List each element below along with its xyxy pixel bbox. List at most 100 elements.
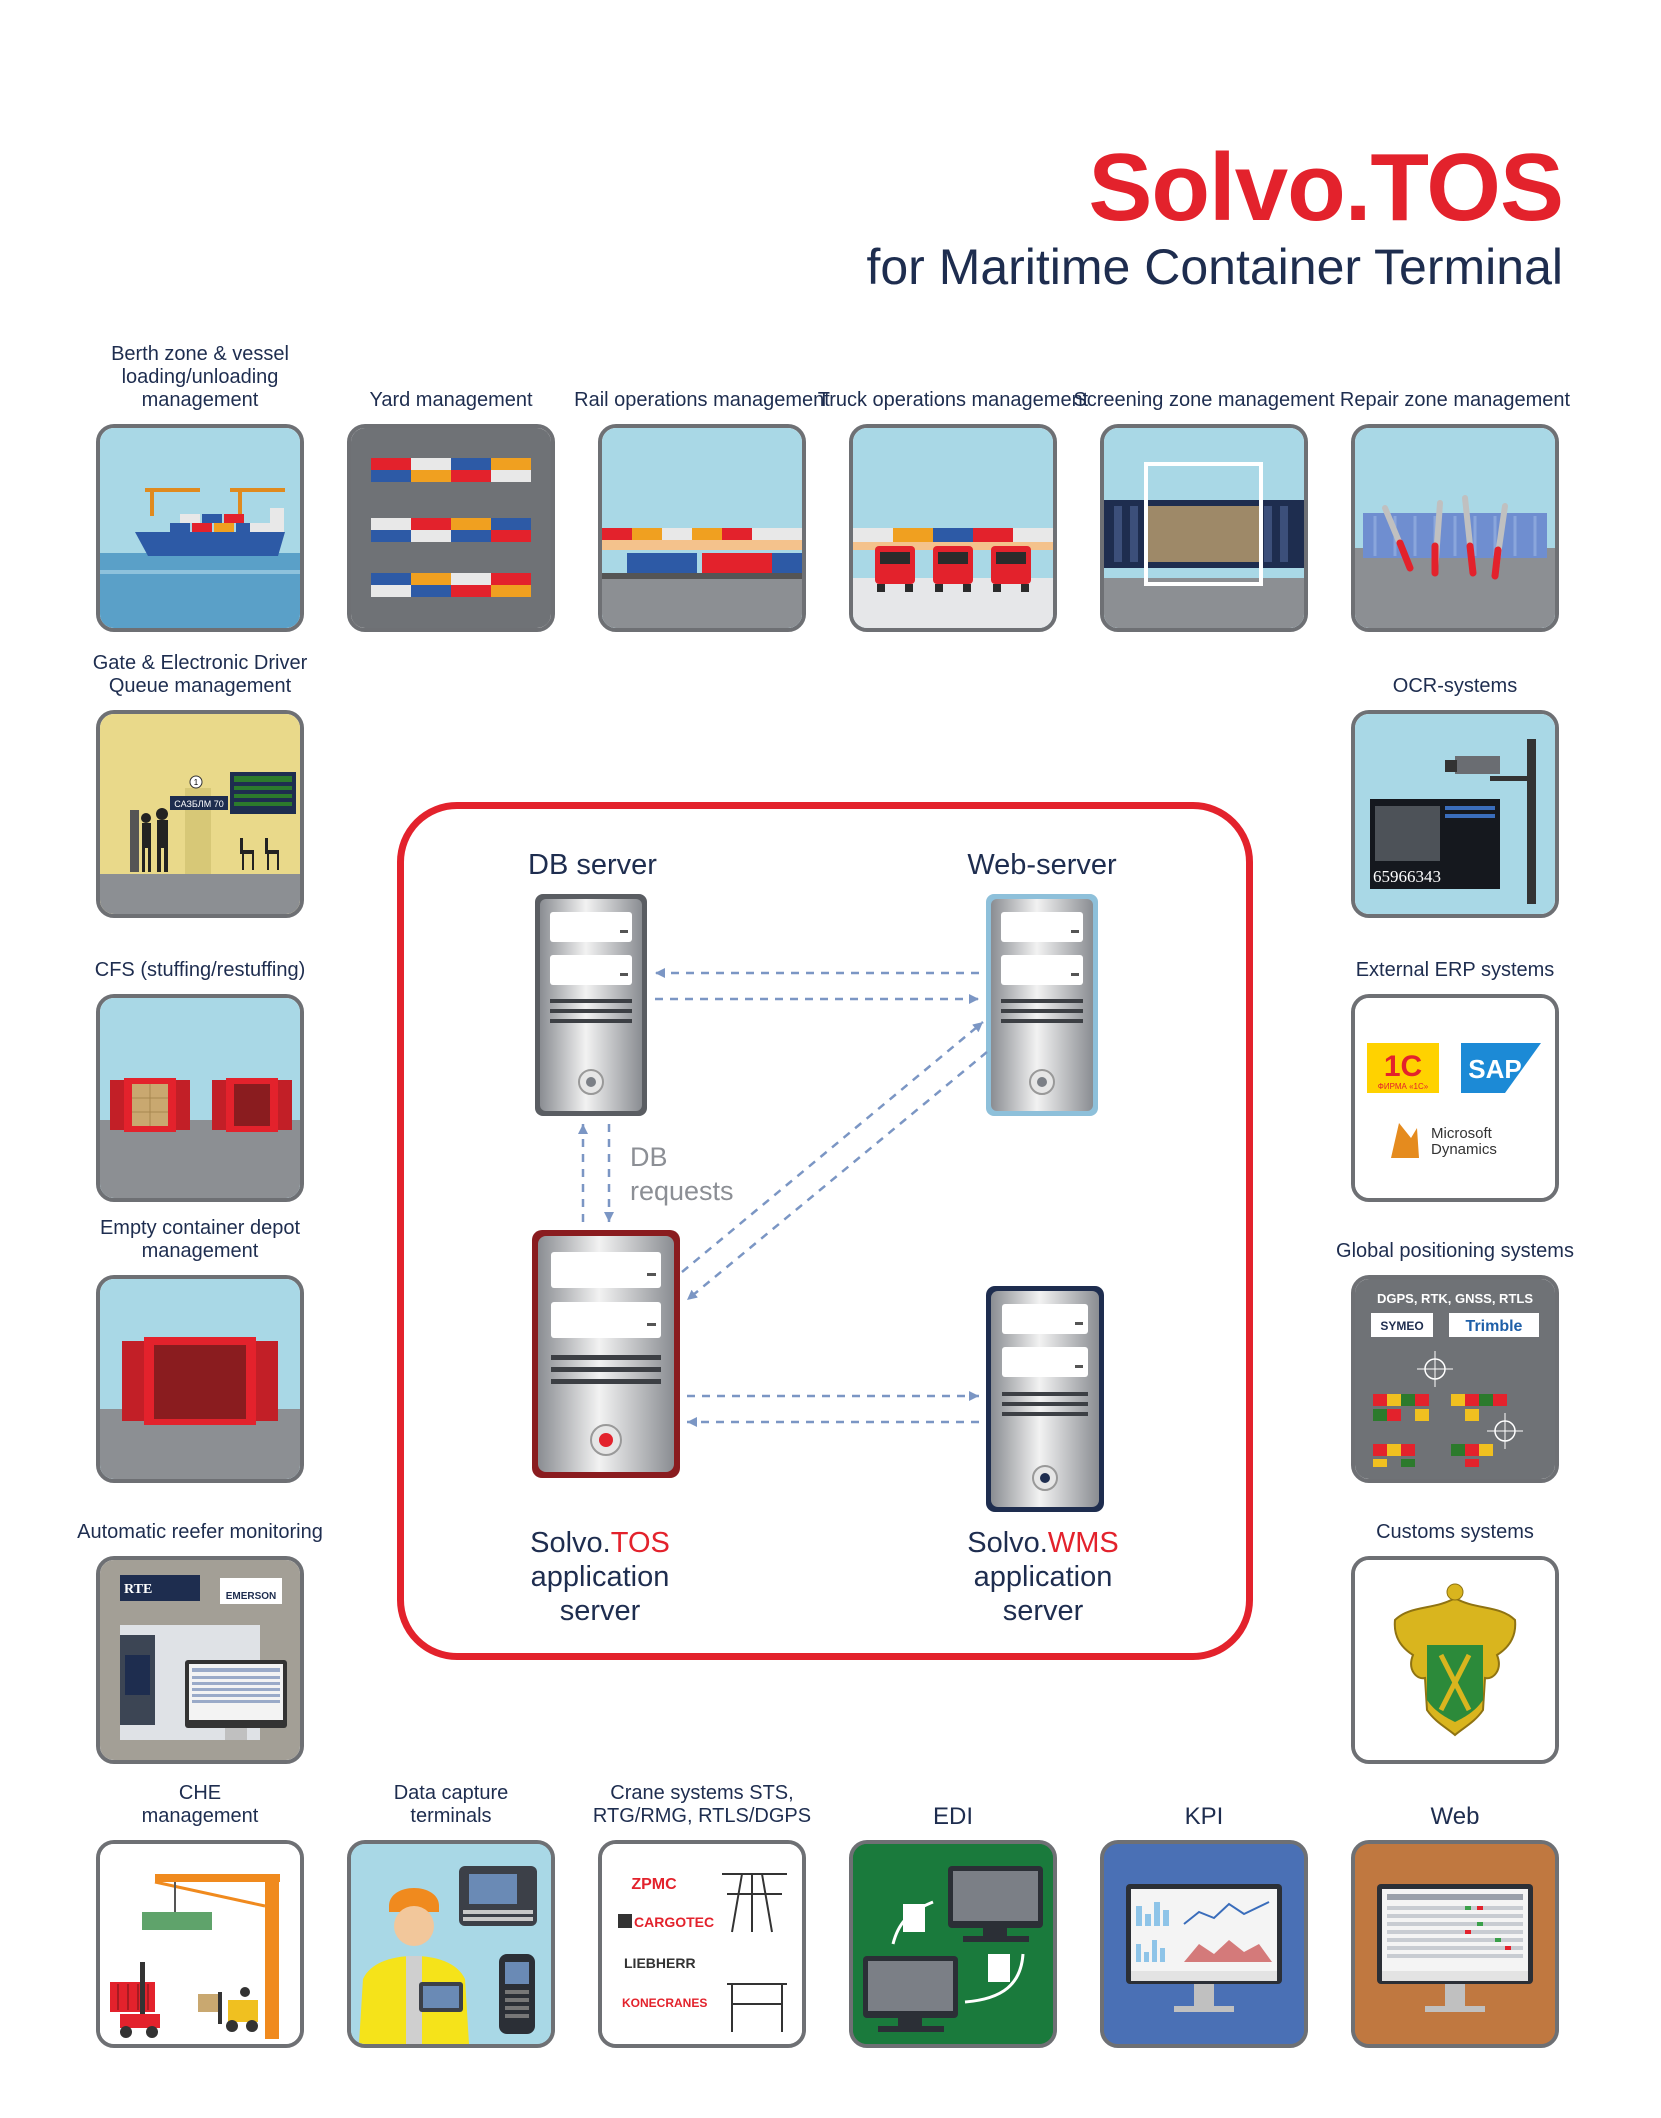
tile-gate: Gate & Electronic Driver Queue managemen… xyxy=(93,652,307,918)
tile-screening: Screening zone management xyxy=(1073,389,1335,632)
tile-label: Truck operations management xyxy=(817,389,1089,411)
tile-label: Global positioning systems xyxy=(1336,1240,1574,1262)
server-frame xyxy=(397,802,1253,1660)
1c-sub-text: ФИРМА «1С» xyxy=(1378,1082,1429,1091)
wms-app-line1: application xyxy=(973,1561,1113,1593)
tile-customs: Customs systems xyxy=(1351,1521,1559,1764)
ocr-illustration: 65966343 xyxy=(1351,710,1559,918)
tile-label: Web xyxy=(1430,1803,1480,1830)
wms-prefix: Solvo. xyxy=(967,1527,1048,1559)
tile-crane: Crane systems STS, RTG/RMG, RTLS/DGPS ZP… xyxy=(593,1782,811,2048)
web-server-icon xyxy=(986,894,1098,1116)
tile-ocr: OCR-systems 65966343 xyxy=(1351,675,1559,918)
tile-label: Repair zone management xyxy=(1339,389,1571,411)
symeo-logo-text: SYMEO xyxy=(1380,1319,1423,1333)
emerson-logo-text: EMERSON xyxy=(226,1591,277,1602)
tile-empty-depot: Empty container depot management xyxy=(96,1217,304,1483)
tile-label: OCR-systems xyxy=(1392,675,1518,697)
tos-server-label: Solvo.TOS application server xyxy=(500,1526,700,1628)
cfs-illustration xyxy=(96,994,304,1202)
edi-illustration xyxy=(849,1840,1057,2048)
gps-illustration: DGPS, RTK, GNSS, RTLS SYMEO Trimble xyxy=(1351,1275,1559,1483)
tile-erp: External ERP systems 1С ФИРМА «1С» SAP M… xyxy=(1351,959,1559,1202)
db-requests-line1: DB xyxy=(630,1142,668,1172)
web-illustration xyxy=(1351,1840,1559,2048)
gate-number-text: 1 xyxy=(194,778,199,787)
web-server-label: Web-server xyxy=(967,849,1117,881)
tile-label: EDI xyxy=(932,1803,973,1830)
db-server-icon xyxy=(535,894,647,1116)
tile-data-capture: Data capture terminals xyxy=(347,1782,555,2048)
tos-name: TOS xyxy=(610,1527,670,1559)
liebherr-logo-text: LIEBHERR xyxy=(624,1955,696,1971)
tile-label: Gate & Electronic Driver Queue managemen… xyxy=(92,652,308,697)
sap-logo-text: SAP xyxy=(1468,1054,1521,1084)
gate-illustration: САЗБЛМ 70 1 xyxy=(96,710,304,918)
wms-server-icon xyxy=(986,1286,1104,1512)
tile-kpi: KPI xyxy=(1100,1805,1308,2048)
konecranes-logo-text: KONECRANES xyxy=(622,1996,707,2010)
tile-label: External ERP systems xyxy=(1355,959,1555,981)
page-title: Solvo.TOS xyxy=(1088,134,1564,241)
repair-illustration xyxy=(1351,424,1559,632)
cargotec-logo-text: CARGOTEC xyxy=(634,1914,714,1930)
empty-depot-illustration xyxy=(96,1275,304,1483)
kpi-illustration xyxy=(1100,1840,1308,2048)
tile-label: Screening zone management xyxy=(1073,389,1335,411)
tile-reefer: Automatic reefer monitoring RTE EMERSON xyxy=(77,1521,323,1764)
crane-illustration: ZPMC CARGOTEC LIEBHERR KONECRANES xyxy=(598,1840,806,2048)
tile-label: Empty container depot management xyxy=(99,1217,301,1262)
tile-label: Customs systems xyxy=(1376,1521,1534,1543)
zpmc-logo-text: ZPMC xyxy=(631,1876,677,1893)
wms-server-label: Solvo.WMS application server xyxy=(943,1526,1143,1628)
tos-prefix: Solvo. xyxy=(530,1527,611,1559)
db-server-label: DB server xyxy=(528,849,657,881)
yard-illustration xyxy=(347,424,555,632)
ms-logo-text-2: Dynamics xyxy=(1431,1141,1497,1158)
db-requests-label: DB requests xyxy=(630,1140,734,1208)
wms-name: WMS xyxy=(1047,1527,1119,1559)
che-illustration xyxy=(96,1840,304,2048)
page-subtitle: for Maritime Container Terminal xyxy=(866,239,1563,295)
ms-logo-text-1: Microsoft xyxy=(1431,1125,1493,1142)
data-capture-illustration xyxy=(347,1840,555,2048)
tile-truck: Truck operations management xyxy=(818,389,1088,632)
rte-logo-text: RTE xyxy=(124,1582,152,1597)
wms-app-line2: server xyxy=(1002,1595,1084,1627)
tile-repair: Repair zone management xyxy=(1340,389,1570,632)
tos-app-line1: application xyxy=(530,1561,670,1593)
truck-illustration xyxy=(849,424,1057,632)
server-diagram xyxy=(532,894,1104,1512)
tile-berth-zone: Berth zone & vessel loading/unloading ma… xyxy=(96,343,304,632)
tile-label: Automatic reefer monitoring xyxy=(77,1521,323,1543)
trimble-logo-text: Trimble xyxy=(1466,1318,1523,1335)
tile-label: Rail operations management xyxy=(574,389,830,411)
tile-label: Berth zone & vessel loading/unloading ma… xyxy=(111,343,289,411)
gps-header-text: DGPS, RTK, GNSS, RTLS xyxy=(1377,1291,1533,1306)
reefer-illustration: RTE EMERSON xyxy=(96,1556,304,1764)
customs-illustration xyxy=(1351,1556,1559,1764)
gate-sign-text: САЗБЛМ 70 xyxy=(174,799,223,809)
rail-illustration xyxy=(598,424,806,632)
tile-label: Data capture terminals xyxy=(393,1782,509,1827)
tile-gps: Global positioning systems DGPS, RTK, GN… xyxy=(1336,1240,1574,1483)
tos-server-icon xyxy=(532,1230,680,1478)
screening-illustration xyxy=(1100,424,1308,632)
tile-web: Web xyxy=(1351,1805,1559,2048)
tile-rail: Rail operations management xyxy=(574,389,830,632)
tile-yard: Yard management xyxy=(347,389,555,632)
tile-label: CFS (stuffing/restuffing) xyxy=(94,959,306,981)
erp-illustration: 1С ФИРМА «1С» SAP Microsoft Dynamics xyxy=(1351,994,1559,1202)
db-requests-line2: requests xyxy=(630,1176,734,1206)
arrow-tos-to-web xyxy=(681,1021,984,1273)
tile-label: Crane systems STS, RTG/RMG, RTLS/DGPS xyxy=(592,1782,812,1827)
tile-label: Yard management xyxy=(369,389,533,411)
tile-label: KPI xyxy=(1184,1803,1224,1830)
1c-logo-text: 1С xyxy=(1384,1050,1422,1083)
tile-label: CHE management xyxy=(141,1782,259,1827)
ocr-number-text: 65966343 xyxy=(1373,867,1441,886)
tile-cfs: CFS (stuffing/restuffing) xyxy=(95,959,305,1202)
tile-edi: EDI xyxy=(849,1805,1057,2048)
tile-che: CHE management xyxy=(96,1782,304,2048)
berth-illustration xyxy=(96,424,304,632)
